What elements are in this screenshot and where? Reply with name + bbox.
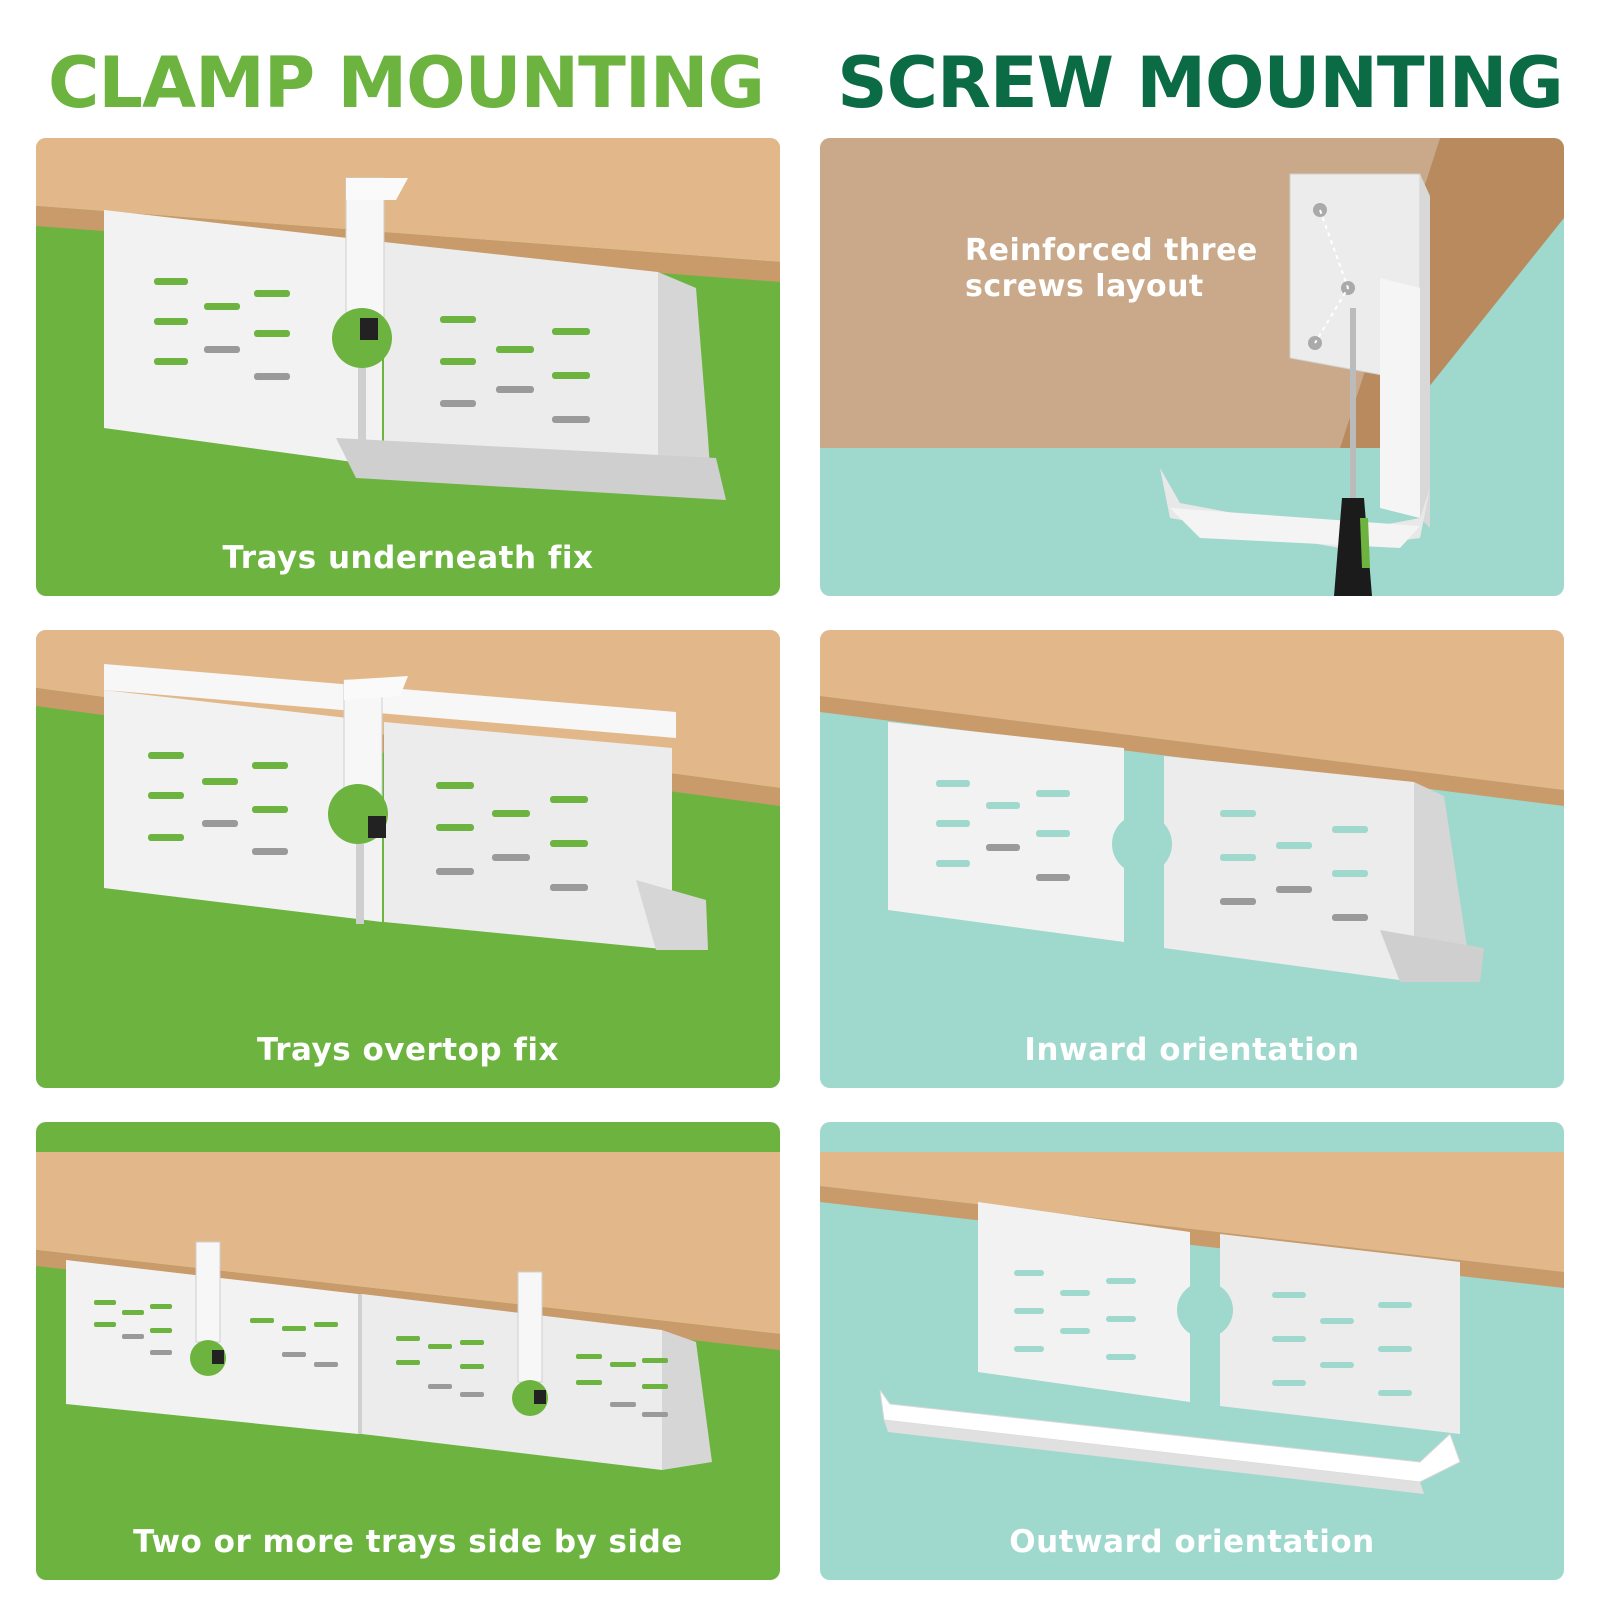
caption-side-by-side: Two or more trays side by side [133,1524,683,1560]
panel-clamp-overtop: Trays overtop fix [36,630,780,1088]
screw-layout-illustration [820,138,1564,596]
clamp-underneath-illustration [36,138,780,500]
panel-screw-layout: Reinforced three screws layout [820,138,1564,596]
panel-screw-inward: Inward orientation [820,630,1564,1088]
screw-inward-illustration [820,630,1564,982]
panel-clamp-side-by-side: Two or more trays side by side [36,1122,780,1580]
screw-outward-illustration [820,1152,1564,1494]
clamp-side-by-side-illustration [36,1152,780,1470]
callout-three-screws: Reinforced three screws layout [965,233,1258,305]
caption-outward-orientation: Outward orientation [1009,1524,1375,1560]
panel-screw-outward: Outward orientation [820,1122,1564,1580]
panel-clamp-underneath: Trays underneath fix [36,138,780,596]
caption-trays-underneath: Trays underneath fix [222,540,594,576]
clamp-overtop-illustration [36,630,780,950]
callout-three-screws-text: Reinforced three screws layout [965,233,1258,304]
caption-inward-orientation: Inward orientation [1024,1032,1360,1068]
screw-mounting-title: SCREW MOUNTING [837,42,1564,124]
caption-trays-overtop: Trays overtop fix [257,1032,559,1068]
clamp-mounting-title: CLAMP MOUNTING [48,42,765,124]
